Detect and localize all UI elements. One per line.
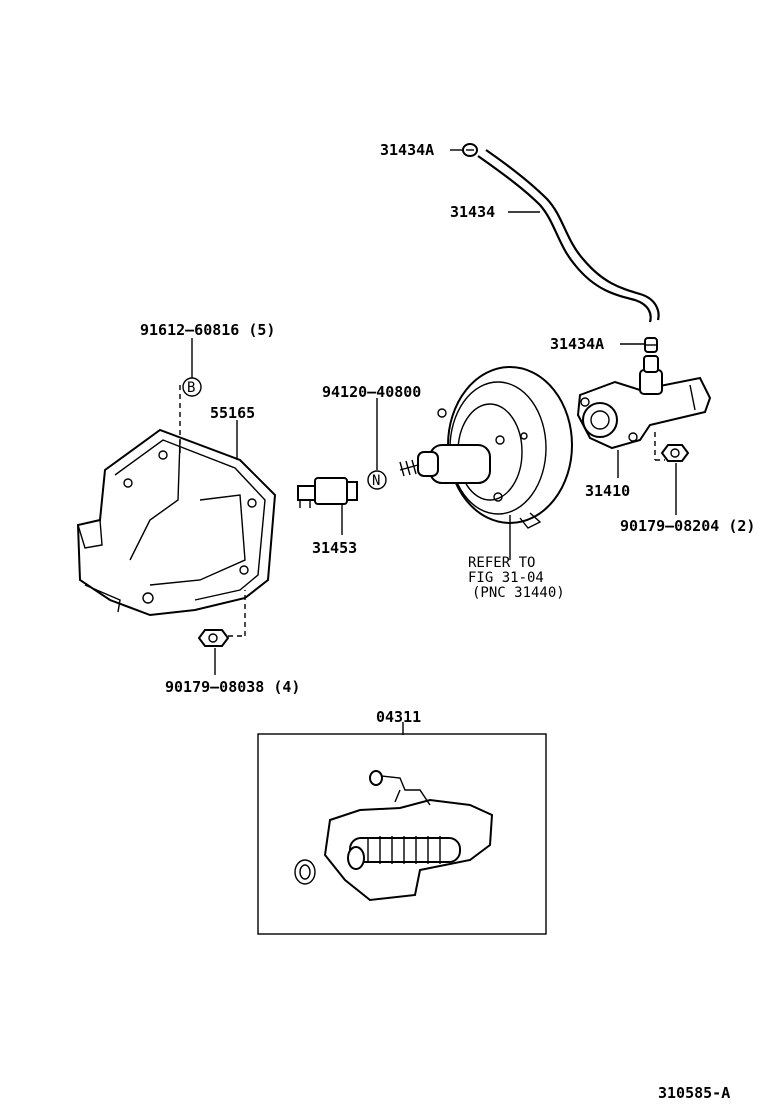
label-nut-left: 90179—08038 (4) xyxy=(165,678,300,696)
label-hose: 31434 xyxy=(450,203,495,221)
nut-left-icon xyxy=(197,629,230,647)
marker-b-icon: B xyxy=(182,377,202,397)
svg-text:B: B xyxy=(187,380,195,396)
bracket-55165 xyxy=(76,428,277,617)
switch-31453 xyxy=(297,477,358,508)
figure-code: 310585-A xyxy=(658,1084,730,1102)
clip-top-icon xyxy=(462,143,478,157)
master-cylinder-31410 xyxy=(576,355,712,450)
label-clip-top: 31434A xyxy=(380,141,434,159)
label-switch-part: 94120—40800 xyxy=(322,383,421,401)
refer-line-3: (PNC 31440) xyxy=(472,585,565,601)
marker-n-icon: N xyxy=(367,470,387,490)
label-switch: 31453 xyxy=(312,539,357,557)
refer-line-2: FIG 31-04 xyxy=(468,570,544,586)
kit-frame xyxy=(257,733,547,935)
label-nut-right: 90179—08204 (2) xyxy=(620,517,755,535)
label-clip-bottom: 31434A xyxy=(550,335,604,353)
label-bracket: 55165 xyxy=(210,404,255,422)
svg-text:N: N xyxy=(372,473,380,489)
label-clutch-master: 31410 xyxy=(585,482,630,500)
label-bolt-bracket: 91612—60816 (5) xyxy=(140,321,275,339)
clip-bottom-icon xyxy=(644,337,658,353)
brake-booster xyxy=(399,366,573,529)
hose-31434 xyxy=(477,149,660,323)
nut-right-icon xyxy=(660,444,690,462)
refer-line-1: REFER TO xyxy=(468,555,535,571)
kit-contents xyxy=(294,770,494,902)
label-kit: 04311 xyxy=(376,708,421,726)
